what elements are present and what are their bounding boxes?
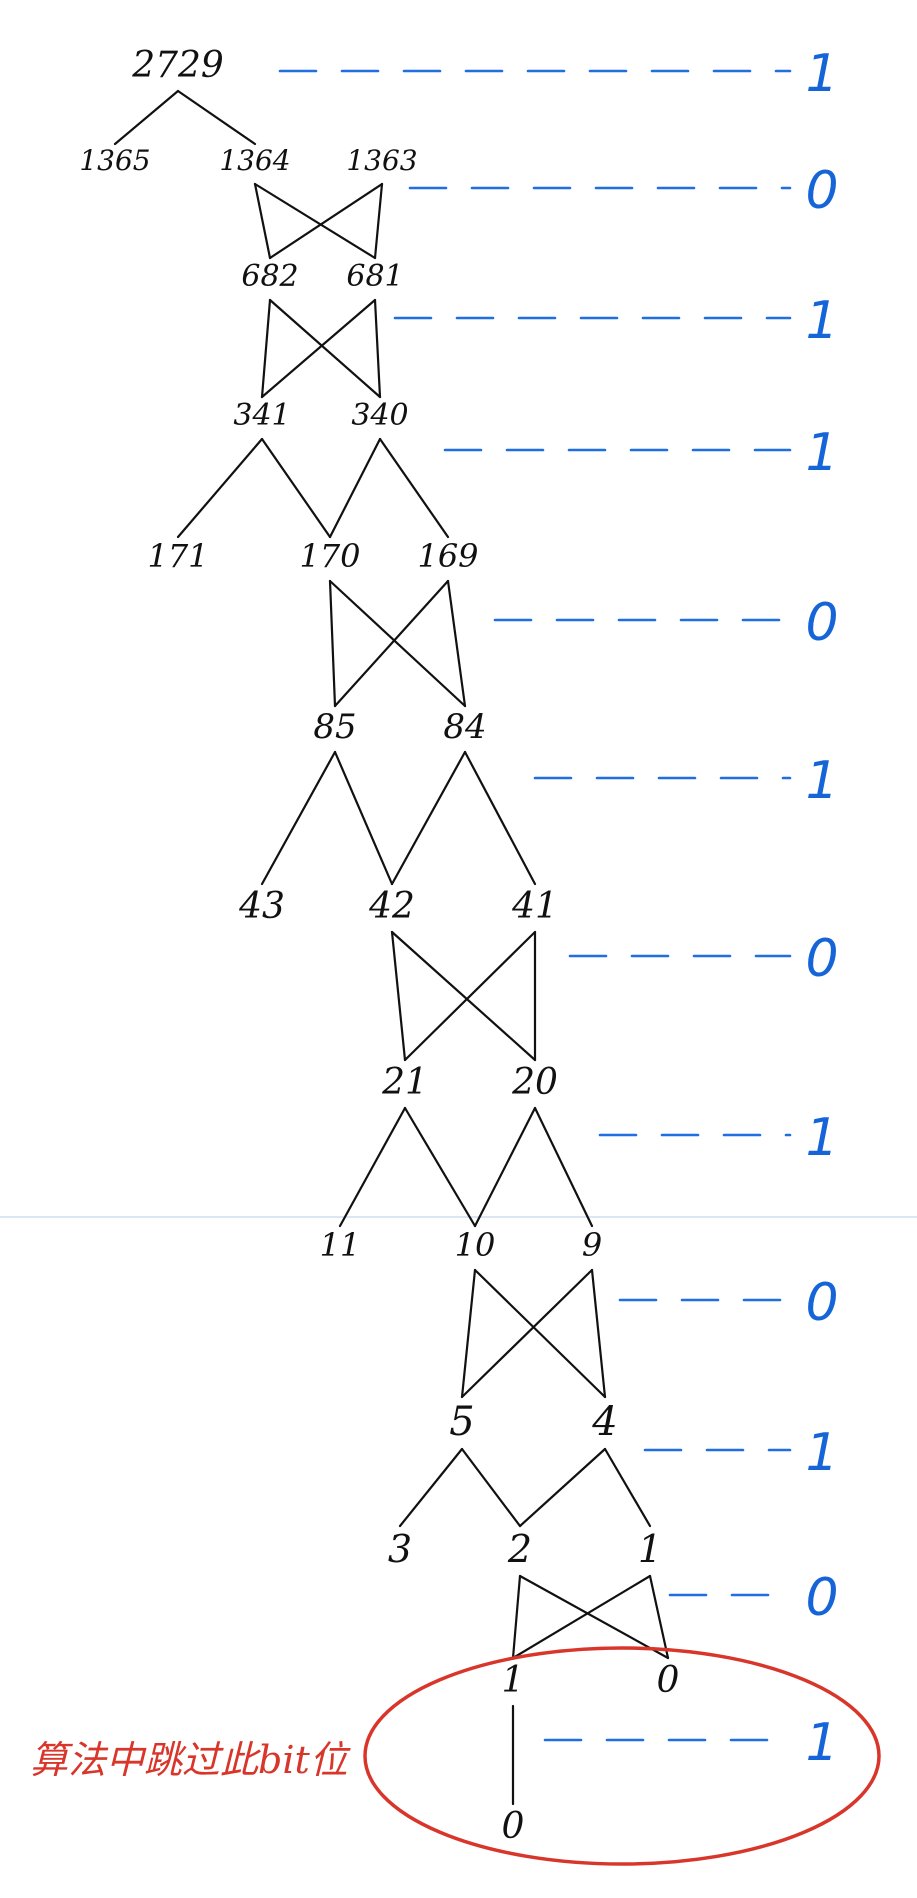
tree-edge bbox=[590, 1268, 607, 1399]
tree-edge bbox=[378, 437, 450, 539]
tree-node: 5 bbox=[449, 1399, 474, 1445]
tree-node: 682 bbox=[241, 259, 298, 294]
tree-node: 0 bbox=[657, 1660, 680, 1701]
tree-node: 84 bbox=[443, 707, 486, 747]
skip-bit-note: 算法中跳过此bit位 bbox=[30, 1738, 351, 1782]
tree-node: 10 bbox=[455, 1226, 496, 1264]
tree-node: 2729 bbox=[131, 45, 224, 86]
tree-edge bbox=[176, 437, 264, 539]
tree-edge bbox=[460, 1268, 594, 1399]
bit-value: 0 bbox=[805, 161, 838, 221]
tree-edge bbox=[268, 182, 384, 260]
bit-values: 1 0 1 1 0 1 0 1 0 1 0 1 bbox=[805, 44, 838, 1773]
tree-edge bbox=[473, 1268, 607, 1399]
tree-node: 170 bbox=[299, 537, 360, 575]
tree-edge bbox=[518, 1574, 670, 1660]
tree-edge bbox=[328, 579, 467, 708]
tree-edge bbox=[253, 182, 377, 260]
bit-value: 1 bbox=[805, 1423, 838, 1483]
tree-edge bbox=[511, 1574, 522, 1660]
tree-edge bbox=[333, 579, 450, 708]
tree-edge bbox=[260, 298, 377, 399]
bit-value: 0 bbox=[805, 1568, 838, 1628]
tree-edge bbox=[268, 298, 382, 399]
tree-edge bbox=[390, 930, 407, 1062]
tree-edge bbox=[460, 1268, 477, 1399]
tree-node: 681 bbox=[346, 259, 403, 294]
tree-edge bbox=[460, 1447, 522, 1528]
tree-node: 341 bbox=[233, 398, 290, 433]
tree-edge bbox=[403, 1106, 477, 1228]
bit-guide-lines bbox=[278, 69, 792, 1742]
tree-edge bbox=[113, 89, 180, 146]
tree-edge bbox=[533, 1106, 594, 1228]
tree-node: 1364 bbox=[219, 144, 290, 177]
tree-edge bbox=[260, 750, 337, 886]
tree-edge bbox=[390, 930, 537, 1062]
tree-node: 21 bbox=[381, 1062, 428, 1103]
bit-value: 1 bbox=[805, 44, 838, 104]
bit-value: 0 bbox=[805, 929, 838, 989]
tree-node: 2 bbox=[507, 1527, 532, 1571]
tree-edge bbox=[603, 1447, 652, 1528]
bit-value: 1 bbox=[805, 291, 838, 351]
tree-node: 1365 bbox=[79, 144, 150, 177]
tree-node: 85 bbox=[313, 707, 356, 747]
tree-edge bbox=[446, 579, 467, 708]
tree-node: 43 bbox=[238, 886, 285, 927]
tree-node: 42 bbox=[368, 886, 415, 927]
tree-edge bbox=[338, 1106, 407, 1228]
tree-edge bbox=[463, 750, 537, 886]
tree-edge bbox=[328, 579, 337, 708]
tree-edge bbox=[253, 182, 272, 260]
bit-value: 1 bbox=[805, 1108, 838, 1168]
tree-edge bbox=[648, 1574, 670, 1660]
tree-edge bbox=[398, 1447, 464, 1528]
tree-edge bbox=[373, 182, 384, 260]
tree-edge bbox=[403, 930, 537, 1062]
tree-edge bbox=[511, 1574, 652, 1660]
bit-value: 0 bbox=[805, 593, 838, 653]
tree-node: 20 bbox=[511, 1062, 558, 1103]
tree-edges bbox=[113, 89, 670, 1806]
tree-node: 41 bbox=[511, 886, 558, 927]
bit-value: 1 bbox=[805, 1713, 838, 1773]
tree-node: 11 bbox=[320, 1226, 361, 1264]
highlight-ellipse bbox=[363, 1646, 881, 1866]
tree-edge bbox=[260, 437, 332, 539]
tree-edge bbox=[260, 298, 272, 399]
tree-node: 1 bbox=[502, 1660, 525, 1701]
tree-edge bbox=[518, 1447, 607, 1528]
bit-value: 1 bbox=[805, 423, 838, 483]
tree-node: 340 bbox=[351, 398, 408, 433]
tree-node: 4 bbox=[591, 1399, 617, 1445]
tree-edge bbox=[373, 298, 382, 399]
bit-value: 1 bbox=[805, 751, 838, 811]
tree-node: 1 bbox=[638, 1527, 662, 1571]
tree-edge bbox=[176, 89, 257, 146]
tree-node: 171 bbox=[147, 537, 208, 575]
tree-edge bbox=[328, 437, 382, 539]
tree-edge bbox=[473, 1106, 537, 1228]
bit-value: 0 bbox=[805, 1273, 838, 1333]
tree-node: 169 bbox=[417, 537, 478, 575]
tree-edge bbox=[333, 750, 394, 886]
tree-edge bbox=[390, 750, 467, 886]
tree-node: 1363 bbox=[346, 144, 417, 177]
tree-node: 0 bbox=[502, 1806, 525, 1847]
tree-node: 9 bbox=[582, 1226, 602, 1264]
tree-node: 3 bbox=[388, 1527, 412, 1571]
